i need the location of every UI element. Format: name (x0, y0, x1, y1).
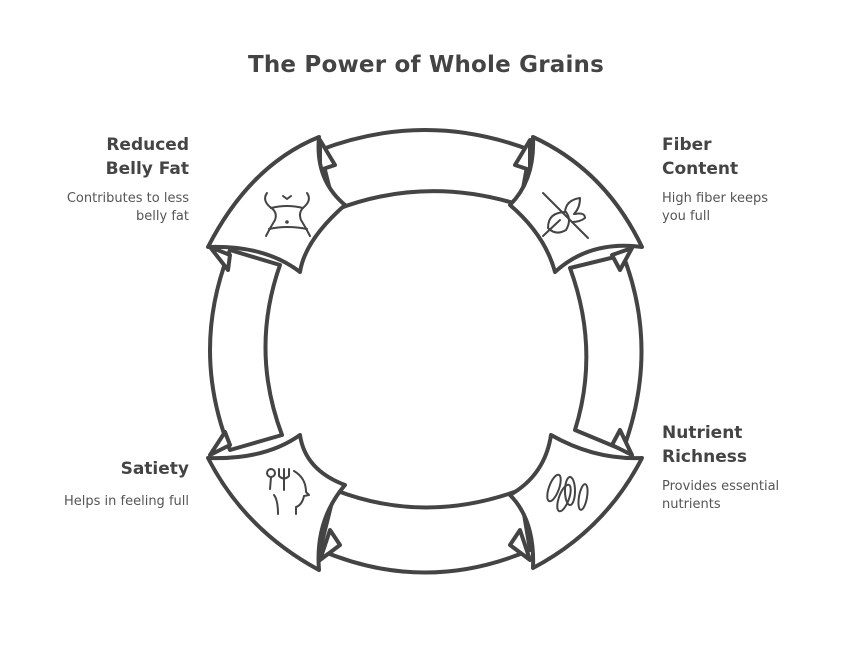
label-description: Provides essential nutrients (662, 479, 780, 512)
label-description: Helps in feeling full (64, 494, 189, 509)
band-right (568, 253, 644, 452)
flap (318, 528, 342, 562)
band-left (208, 248, 284, 452)
flap (508, 528, 532, 562)
grains-icon (546, 473, 589, 513)
label-heading: Reduced Belly Fat (105, 135, 189, 179)
utensils-head-icon (266, 468, 310, 515)
flap (208, 430, 232, 457)
band-top (318, 128, 532, 212)
band-bottom (318, 488, 532, 575)
panel-top-right (508, 135, 644, 274)
label-reduced-belly-fat: Reduced Belly Fat Contributes to less be… (9, 133, 189, 226)
diagram-title: The Power of Whole Grains (247, 52, 605, 78)
no-leaf-icon (542, 192, 589, 239)
panel-bottom-right (508, 433, 644, 570)
label-heading: Satiety (120, 459, 189, 479)
label-description: Contributes to less belly fat (66, 191, 189, 224)
label-satiety: Satiety Helps in feeling full (9, 457, 189, 511)
waist-icon (264, 192, 311, 237)
label-fiber-content: Fiber Content High fiber keeps you full (662, 133, 842, 226)
flap (208, 245, 232, 272)
label-description: High fiber keeps you full (662, 191, 769, 224)
flap (610, 428, 634, 457)
label-nutrient-richness: Nutrient Richness Provides essential nut… (662, 421, 847, 514)
flap (610, 246, 634, 272)
label-heading: Fiber Content (662, 135, 739, 179)
label-heading: Nutrient Richness (662, 423, 747, 467)
flap (513, 138, 532, 172)
panel-top-left (206, 135, 347, 274)
